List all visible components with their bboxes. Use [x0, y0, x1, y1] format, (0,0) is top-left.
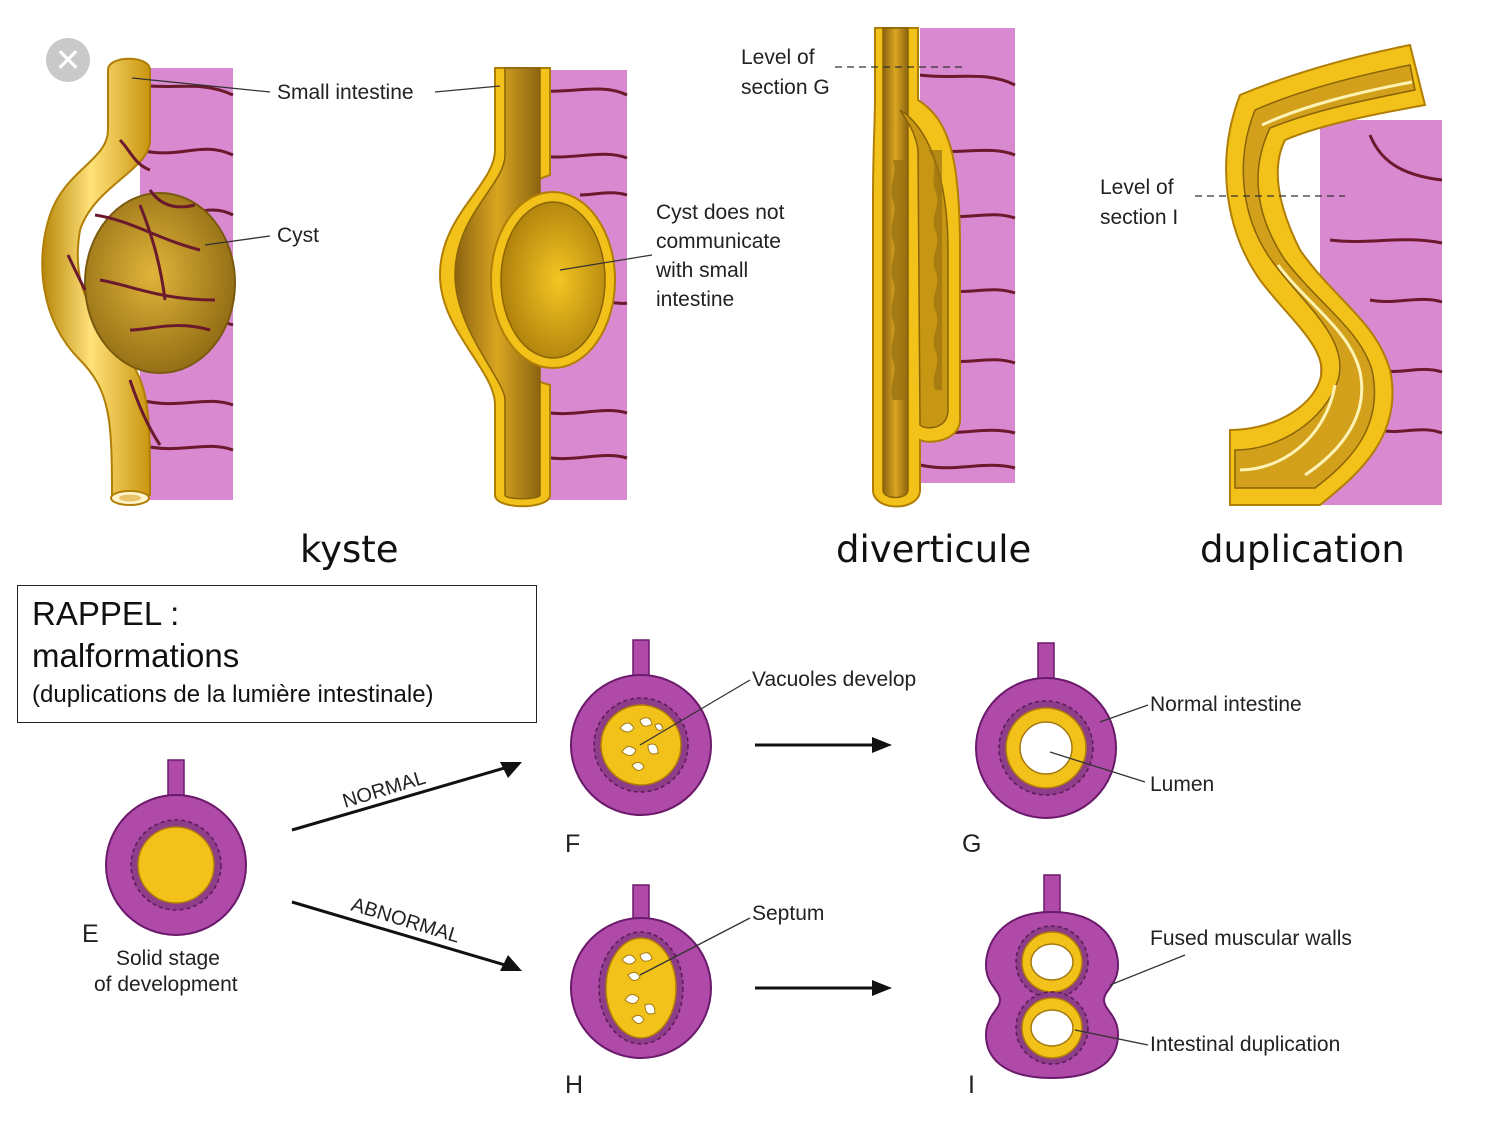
caption-duplication: duplication [1200, 528, 1405, 571]
section-g: Normal intestine Lumen G [962, 642, 1302, 858]
arrow-normal [291, 763, 516, 832]
lumen [1019, 721, 1073, 775]
label-normal: NORMAL [340, 767, 428, 813]
label-vacuoles: Vacuoles develop [752, 668, 916, 691]
label-lumen: Lumen [1150, 773, 1214, 796]
small-intestine-shape [41, 57, 152, 496]
label-small-intestine: Small intestine [277, 81, 414, 104]
rappel-title: RAPPEL : [32, 595, 180, 632]
panel-kyste-external: Small intestine Cyst [41, 57, 414, 506]
panel-diverticule: Level of section G [741, 27, 1016, 508]
panel-kyste-section: Cyst does not communicate with small int… [434, 67, 790, 508]
arrow-abnormal [291, 900, 516, 970]
close-icon[interactable]: ✕ [46, 38, 90, 82]
vacuoles [621, 952, 656, 1024]
letter-f: F [565, 830, 580, 858]
rappel-box: RAPPEL : malformations (duplications de … [17, 585, 537, 723]
label-septum: Septum [752, 902, 824, 925]
letter-i: I [968, 1071, 975, 1099]
label-solid-stage: Solid stage of development [94, 947, 238, 996]
caption-kyste: kyste [300, 528, 399, 571]
rappel-subtitle: malformations [32, 637, 240, 674]
cyst-shape [500, 201, 606, 359]
letter-h: H [565, 1071, 583, 1099]
section-e: E Solid stage of development [82, 759, 247, 996]
label-level-i: Level of section I [1100, 176, 1179, 229]
letter-g: G [962, 830, 981, 858]
section-h: Septum H [565, 884, 824, 1099]
section-f: Vacuoles develop F [565, 639, 916, 858]
letter-e: E [82, 920, 99, 948]
vacuoles [619, 717, 664, 771]
duplication-wall [1225, 43, 1427, 506]
label-normal-intestine: Normal intestine [1150, 693, 1302, 716]
rappel-note: (duplications de la lumière intestinale) [32, 681, 434, 708]
label-level-g: Level of section G [741, 46, 830, 99]
label-abnormal: ABNORMAL [349, 894, 463, 948]
panel-duplication: Level of section I [1100, 43, 1443, 506]
label-cyst-note: Cyst does not communicate with small int… [655, 201, 790, 311]
section-i: Fused muscular walls Intestinal duplicat… [968, 874, 1352, 1099]
label-cyst: Cyst [277, 224, 319, 247]
label-fused-walls: Fused muscular walls [1150, 927, 1352, 950]
label-intestinal-duplication: Intestinal duplication [1150, 1033, 1340, 1056]
caption-diverticule: diverticule [836, 528, 1031, 571]
solid-core [137, 826, 215, 904]
